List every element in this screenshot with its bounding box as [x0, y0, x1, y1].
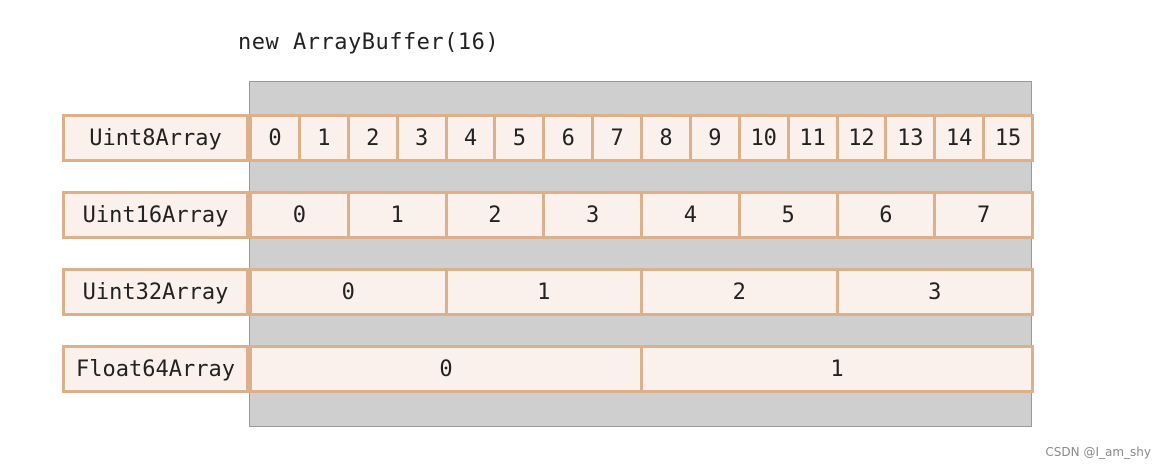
element-cell: 1 [301, 117, 350, 159]
element-cell: 1 [830, 356, 844, 382]
row-label-uint32array: Uint32Array [62, 268, 249, 316]
element-cell: 3 [399, 117, 448, 159]
element-cell: 0 [252, 117, 301, 159]
element-cell: 0 [252, 194, 350, 236]
element-cell: 14 [936, 117, 986, 159]
watermark: CSDN @I_am_shy [1045, 445, 1151, 459]
element-cell: 3 [928, 279, 942, 305]
element-cell: 12 [839, 117, 888, 159]
element-cell: 9 [692, 117, 741, 159]
element-cell: 2 [643, 271, 839, 313]
element-cell: 0 [252, 271, 448, 313]
element-cell: 6 [839, 194, 937, 236]
diagram-title: new ArrayBuffer(16) [238, 30, 500, 55]
element-cell: 13 [887, 117, 937, 159]
element-cell: 4 [448, 117, 497, 159]
row-label-float64array: Float64Array [62, 345, 249, 393]
element-cell: 10 [741, 117, 790, 159]
element-cell: 7 [977, 202, 991, 228]
row-label-uint16array: Uint16Array [62, 191, 249, 239]
element-cell: 5 [741, 194, 839, 236]
element-cell: 0 [252, 348, 643, 390]
row-label-uint8array: Uint8Array [62, 114, 249, 162]
element-cell: 3 [545, 194, 643, 236]
element-cell: 8 [643, 117, 692, 159]
element-cell: 11 [790, 117, 839, 159]
element-cell: 6 [545, 117, 595, 159]
element-cell: 5 [496, 117, 546, 159]
element-cell: 4 [643, 194, 741, 236]
element-cell: 1 [448, 271, 643, 313]
element-cell: 15 [994, 125, 1022, 151]
element-cell: 2 [448, 194, 546, 236]
element-cell: 2 [350, 117, 399, 159]
element-cell: 1 [350, 194, 448, 236]
element-cell: 7 [594, 117, 643, 159]
